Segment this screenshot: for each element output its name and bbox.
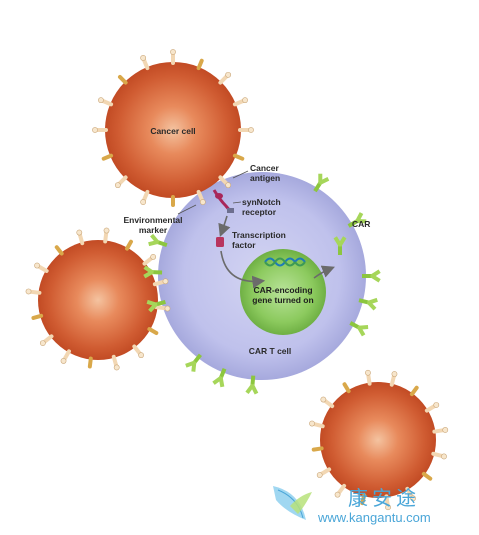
antigen-tip — [309, 420, 315, 427]
antigen-tip — [25, 288, 32, 295]
antigen-tip — [103, 227, 110, 234]
car-receptor-icon — [349, 321, 369, 337]
antigen-tip — [320, 396, 327, 403]
env-marker — [232, 153, 245, 161]
watermark-url: www.kangantu.com — [318, 510, 431, 525]
synnotch-receptor-icon — [212, 189, 234, 213]
antigen-tip — [199, 199, 206, 205]
antigen-tip — [441, 453, 447, 460]
antigen-tip — [60, 358, 67, 364]
env-marker — [101, 153, 114, 161]
leader-env-marker — [177, 204, 197, 215]
watermark-chinese: 康安途 — [348, 486, 420, 510]
antigen-tip — [365, 369, 371, 376]
label-cancer-cell: Cancer cell — [150, 126, 196, 136]
label-cancer-antigen-line2: antigen — [250, 173, 281, 183]
antigen-tip — [225, 71, 232, 78]
label-tf-line2: factor — [232, 240, 256, 250]
env-marker — [147, 327, 159, 335]
antigen-tip — [164, 305, 171, 312]
antigen-tip — [114, 182, 121, 189]
label-car: CAR — [352, 219, 371, 229]
label-env-marker-line1: Environmental — [123, 215, 183, 225]
arrow-gene-to-car — [313, 265, 335, 279]
antigen-tip — [140, 199, 147, 205]
watermark-logo-icon — [273, 486, 312, 520]
label-cancer-antigen: Cancer antigen — [250, 163, 280, 183]
car-receptor-icon — [245, 375, 259, 395]
dna-helix-icon — [264, 257, 306, 267]
antigen-tip — [391, 371, 398, 377]
car-receptor-icon — [185, 353, 203, 372]
label-gene-line1: CAR-encoding — [253, 285, 313, 295]
car-receptor-icon — [146, 299, 166, 313]
env-marker — [54, 245, 64, 256]
antigen-tip — [410, 495, 416, 502]
label-environmental-marker: Environmental marker — [118, 215, 188, 235]
antigen-tip — [140, 55, 147, 61]
cancer-cell-bottom — [320, 382, 436, 498]
label-tf-line1: Transcription — [232, 230, 286, 240]
env-marker — [125, 239, 133, 251]
leader-synnotch — [232, 201, 242, 204]
transcription-factor-icon — [216, 237, 224, 247]
antigen-tip — [242, 97, 248, 104]
car-receptor-icon — [333, 236, 347, 255]
antigen-tip — [225, 182, 232, 189]
env-marker — [421, 471, 433, 481]
car-receptor-icon — [362, 269, 381, 283]
label-cancer-antigen-line1: Cancer — [250, 163, 279, 173]
cancer-cell-left — [38, 240, 158, 360]
cancer-antigens — [25, 49, 449, 511]
env-marker — [87, 356, 93, 369]
env-marker — [196, 58, 204, 71]
label-gene-line2: gene turned on — [252, 295, 314, 305]
antigen-tip — [316, 472, 323, 478]
env-marker — [342, 382, 351, 394]
env-marker — [360, 493, 367, 506]
env-marker — [117, 74, 128, 85]
car-receptor-icon — [313, 173, 330, 193]
car-receptors — [143, 173, 381, 395]
antigen-tip — [442, 427, 449, 433]
label-transcription-factor: Transcription factor — [232, 230, 290, 250]
label-synnotch-receptor: synNotch receptor — [242, 197, 281, 217]
nucleus — [240, 249, 326, 335]
label-env-marker-line2: marker — [138, 225, 168, 235]
arrow-receptor-to-tf — [218, 215, 231, 237]
antigen-tip — [385, 504, 391, 511]
antigen-tip — [334, 491, 341, 498]
antigen-tip — [433, 402, 440, 408]
antigen-tip — [76, 229, 83, 236]
antigen-tip — [248, 127, 254, 133]
car-receptor-icon — [212, 367, 227, 388]
leader-cancer-antigen — [232, 170, 249, 179]
car-receptor-icon — [358, 297, 378, 311]
env-marker — [409, 385, 419, 397]
antigen-tip — [98, 97, 104, 104]
antigen-tip — [138, 352, 144, 359]
env-marker — [31, 313, 44, 320]
antigen-tip — [150, 254, 157, 260]
antigen-tip — [162, 278, 169, 285]
label-car-encoding-gene: CAR-encoding gene turned on — [246, 285, 320, 305]
cancer-cell-top — [105, 62, 241, 198]
antigen-tip — [170, 49, 176, 55]
label-synnotch-line1: synNotch — [242, 197, 281, 207]
antigen-tip — [92, 127, 98, 133]
car-receptor-icon — [143, 265, 163, 279]
label-synnotch-line2: receptor — [242, 207, 277, 217]
car-receptor-icon — [148, 233, 168, 248]
watermark: 康安途 www.kangantu.com — [278, 480, 468, 528]
car-receptor-icon — [347, 212, 367, 228]
antigen-tip — [34, 262, 40, 269]
antigen-tip — [113, 364, 120, 371]
env-marker — [311, 446, 324, 452]
antigen-tip — [39, 340, 46, 346]
arrow-tf-to-gene — [220, 250, 266, 289]
label-car-t-cell: CAR T cell — [248, 346, 292, 356]
